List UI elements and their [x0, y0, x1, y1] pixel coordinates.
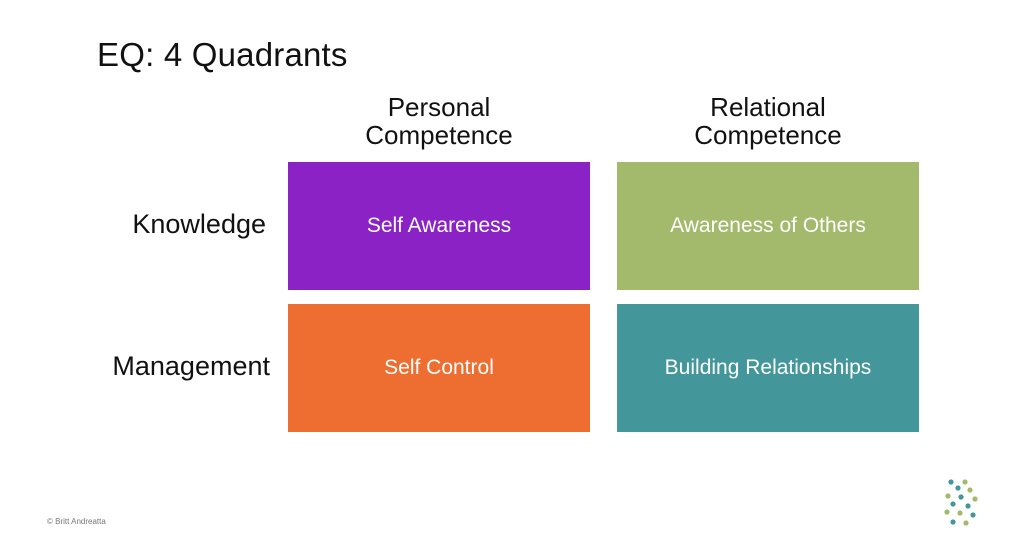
column-header-line: Relational	[710, 92, 826, 122]
quadrant-label: Self Control	[384, 356, 494, 379]
row-label-knowledge: Knowledge	[132, 209, 266, 239]
quadrant-building-relationships: Building Relationships	[617, 304, 919, 432]
quadrant-awareness-of-others: Awareness of Others	[617, 162, 919, 290]
dna-dots-logo-icon	[944, 479, 978, 526]
quadrant-label: Self Awareness	[366, 214, 512, 237]
column-header-line: Competence	[694, 120, 842, 150]
copyright-footer: © Britt Andreatta	[47, 517, 106, 526]
quadrant-label: Building Relationships	[664, 356, 872, 379]
quadrant-self-awareness: Self Awareness	[288, 162, 590, 290]
slide-title: EQ: 4 Quadrants	[97, 36, 348, 73]
column-header-relational-competence: Relational Competence	[617, 93, 919, 149]
column-header-line: Personal	[387, 92, 491, 122]
quadrant-label: Awareness of Others	[670, 214, 866, 237]
column-header-personal-competence: Personal Competence	[288, 93, 590, 149]
column-header-line: Competence	[365, 120, 513, 150]
quadrant-self-control: Self Control	[288, 304, 590, 432]
row-label-management: Management	[112, 351, 270, 381]
